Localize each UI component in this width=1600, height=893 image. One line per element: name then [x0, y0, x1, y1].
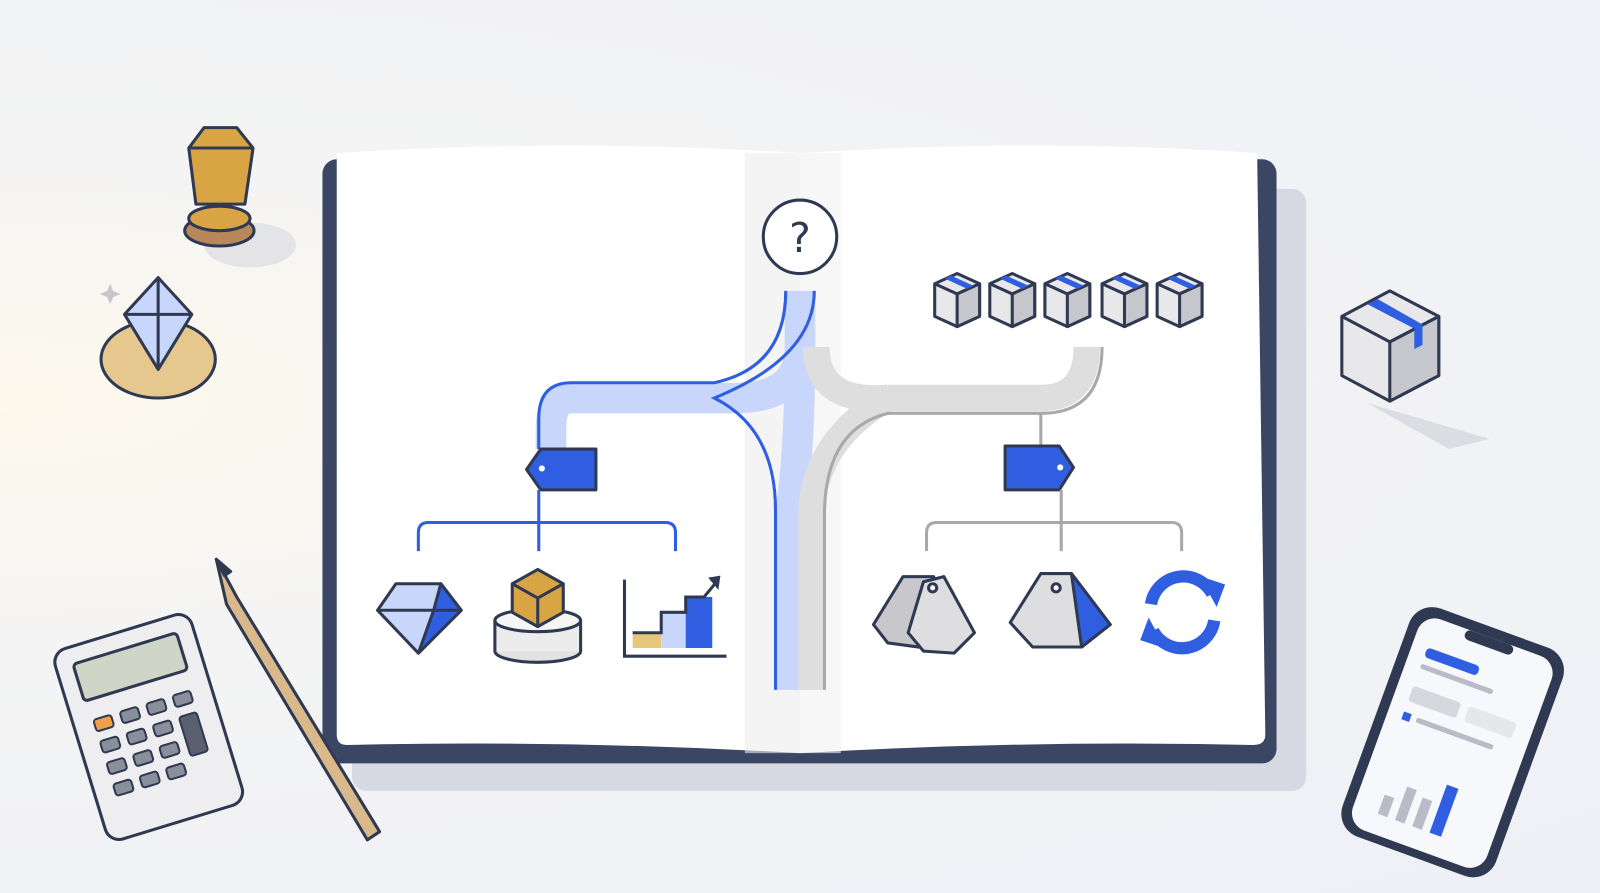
tag-right-icon: [1003, 444, 1076, 492]
calculator-icon: [53, 612, 245, 842]
growth-chart-icon: [622, 575, 727, 658]
right-branch-path: [797, 346, 1104, 690]
gold-cube-on-pedestal-icon: [493, 567, 583, 664]
diamond-icon: [376, 582, 463, 655]
right-sub-branches: [925, 489, 1184, 552]
gem-on-rock-icon: [99, 276, 217, 400]
box-icon: [988, 272, 1037, 329]
question-node: ?: [761, 198, 839, 276]
box-icon: [1043, 272, 1092, 329]
box-icon: [1100, 272, 1149, 329]
large-box-icon: [1340, 289, 1490, 450]
box-icon: [933, 272, 982, 329]
pencil-icon: [214, 557, 382, 842]
price-tag-blue-icon: [1008, 572, 1112, 649]
left-branch-path: [535, 290, 816, 690]
boxes-row: [933, 272, 1204, 329]
tag-left-icon: [525, 447, 598, 492]
refresh-icon: [1140, 570, 1226, 655]
question-mark: ?: [789, 214, 811, 262]
left-sub-branches: [416, 489, 678, 552]
smartphone-icon: [1341, 607, 1564, 878]
price-tags-icon: [871, 575, 977, 655]
box-icon: [1155, 272, 1204, 329]
gold-bar-icon: [183, 126, 296, 268]
